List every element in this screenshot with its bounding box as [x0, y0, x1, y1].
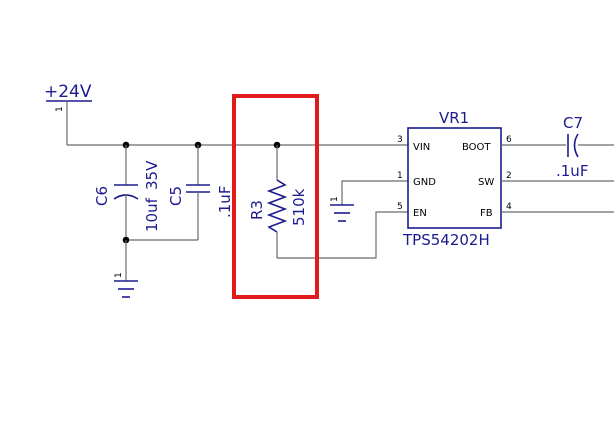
capacitor-c7: C7 .1uF — [556, 114, 588, 180]
ground-symbol-mid: 1 — [330, 180, 408, 222]
pin-num-boot: 6 — [506, 135, 512, 145]
ic-part: TPS54202H — [402, 231, 490, 249]
ground-mid-pin: 1 — [330, 196, 340, 202]
resistor-r3: R3 510k — [248, 145, 308, 258]
c6-ref: C6 — [93, 186, 111, 206]
pin-label-fb: FB — [480, 208, 493, 219]
c7-value: .1uF — [556, 162, 588, 180]
pin-label-gnd: GND — [413, 177, 436, 188]
power-label: +24V — [44, 82, 92, 102]
pin-num-en: 5 — [397, 202, 403, 212]
ic-vr1: VR1 TPS54202H VIN GND EN BOOT SW FB 3 1 … — [397, 109, 512, 249]
r3-value: 510k — [290, 188, 308, 226]
c5-value: .1uF — [216, 186, 234, 218]
ground-symbol-left: 1 — [114, 240, 138, 298]
ground-left-pin: 1 — [114, 272, 124, 278]
pin-label-boot: BOOT — [462, 142, 491, 153]
pin-label-en: EN — [413, 208, 427, 219]
en-wire — [277, 211, 408, 259]
power-pin-number: 1 — [55, 106, 65, 112]
c5-ref: C5 — [167, 186, 185, 206]
c6-value: 10uf — [143, 197, 161, 232]
pin-num-fb: 4 — [506, 202, 512, 212]
pin-label-vin: VIN — [413, 142, 430, 153]
pin-label-sw: SW — [478, 177, 494, 188]
highlight-box-r3 — [232, 94, 319, 299]
ic-body — [407, 127, 502, 229]
pin-num-vin: 3 — [397, 135, 403, 145]
r3-ref: R3 — [248, 200, 266, 220]
pin-num-sw: 2 — [506, 171, 512, 181]
pin-num-gnd: 1 — [397, 171, 403, 181]
c6-voltage: 35V — [143, 160, 161, 190]
c7-ref: C7 — [563, 114, 583, 132]
ic-ref: VR1 — [439, 109, 469, 127]
capacitor-c5: C5 .1uF — [167, 145, 234, 240]
power-symbol-24v: +24V 1 — [44, 82, 92, 145]
capacitor-c6: C6 10uf 35V — [93, 145, 161, 240]
